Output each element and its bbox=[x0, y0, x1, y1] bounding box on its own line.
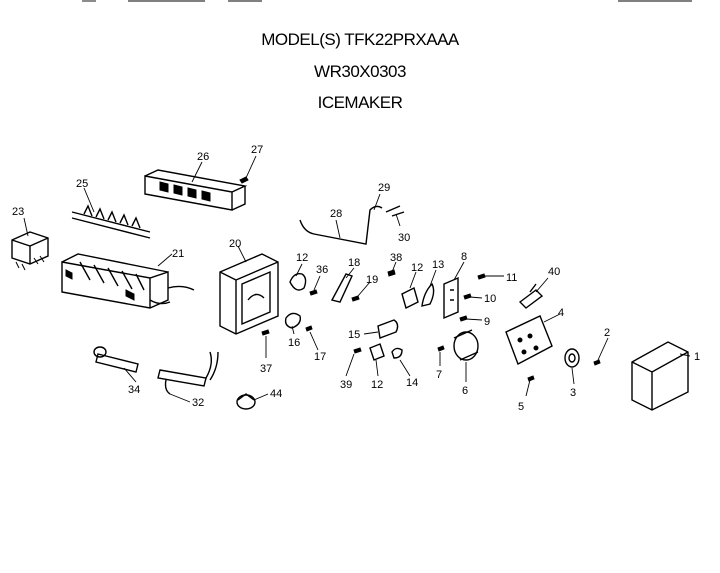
callout-18: 18 bbox=[348, 257, 360, 269]
part-32-wire-harness bbox=[157, 351, 219, 395]
callout-3: 3 bbox=[570, 387, 576, 399]
callout-12-a: 12 bbox=[296, 252, 308, 264]
leader-lines bbox=[23, 155, 691, 403]
callout-32: 32 bbox=[192, 397, 204, 409]
part-5-screw bbox=[527, 375, 535, 382]
callout-17: 17 bbox=[314, 351, 326, 363]
callout-12-b: 12 bbox=[411, 262, 423, 274]
callout-9: 9 bbox=[484, 316, 490, 328]
callout-30: 30 bbox=[398, 232, 410, 244]
callout-27: 27 bbox=[251, 144, 263, 156]
callout-4: 4 bbox=[558, 307, 564, 319]
callout-15: 15 bbox=[348, 329, 360, 341]
part-8-bracket bbox=[443, 276, 459, 320]
callout-20: 20 bbox=[229, 238, 241, 250]
part-38-fastener bbox=[387, 269, 396, 277]
part-14-gear bbox=[391, 347, 403, 359]
callout-21: 21 bbox=[172, 248, 184, 260]
callout-36: 36 bbox=[316, 264, 328, 276]
callout-19: 19 bbox=[366, 274, 378, 286]
part-2-screw bbox=[593, 359, 601, 366]
part-13-spring bbox=[421, 282, 435, 307]
part-23-bracket bbox=[11, 231, 49, 271]
callout-11: 11 bbox=[506, 272, 517, 284]
part-16-switch bbox=[284, 312, 302, 329]
part-12-cam-c bbox=[369, 343, 385, 361]
part-18-lever bbox=[330, 273, 353, 303]
part-number-title: WR30X0303 bbox=[314, 62, 406, 81]
callout-44: 44 bbox=[270, 388, 282, 400]
part-28-feeler-arm bbox=[299, 205, 405, 245]
part-19-screw bbox=[351, 295, 360, 302]
callout-2: 2 bbox=[604, 327, 610, 339]
part-34-heater bbox=[93, 346, 139, 373]
callout-8: 8 bbox=[461, 251, 467, 263]
part-25-ejector bbox=[71, 204, 151, 239]
part-12-cam-b bbox=[401, 286, 419, 310]
part-40-clip bbox=[518, 283, 544, 309]
part-20-housing bbox=[219, 253, 279, 335]
callout-1: 1 bbox=[694, 351, 700, 363]
callout-26: 26 bbox=[197, 151, 209, 163]
part-21-ice-mold bbox=[61, 253, 195, 309]
callout-40: 40 bbox=[548, 266, 560, 278]
callout-labels: 1 2 3 4 5 6 7 8 9 10 11 12 12 12 13 14 1… bbox=[12, 144, 700, 413]
callout-13: 13 bbox=[432, 259, 444, 271]
callout-12-c: 12 bbox=[371, 379, 383, 391]
assembly-name-title: ICEMAKER bbox=[317, 93, 403, 112]
callout-14: 14 bbox=[406, 377, 418, 389]
part-27-screw bbox=[239, 176, 249, 184]
callout-29: 29 bbox=[378, 182, 390, 194]
part-1-cover bbox=[631, 341, 689, 411]
part-9-screw bbox=[459, 315, 468, 322]
model-title: MODEL(S) TFK22PRXAAA bbox=[261, 30, 459, 49]
callout-25: 25 bbox=[76, 178, 88, 190]
part-15-thermostat bbox=[377, 319, 399, 339]
callout-7: 7 bbox=[436, 369, 442, 381]
part-4-mounting-plate bbox=[505, 315, 553, 365]
part-36-pin bbox=[309, 289, 318, 296]
part-17-screw bbox=[305, 325, 313, 332]
callout-37: 37 bbox=[260, 363, 272, 375]
callout-39: 39 bbox=[340, 379, 352, 391]
part-37-screw bbox=[261, 329, 270, 336]
callout-28: 28 bbox=[330, 208, 342, 220]
part-7-screw bbox=[437, 345, 445, 352]
part-44-knob bbox=[236, 393, 256, 410]
part-12-cam-a bbox=[289, 272, 307, 291]
callout-38: 38 bbox=[390, 252, 402, 264]
callout-16: 16 bbox=[288, 337, 300, 349]
callout-23: 23 bbox=[12, 206, 24, 218]
callout-5: 5 bbox=[518, 401, 524, 413]
callout-34: 34 bbox=[128, 384, 140, 396]
part-3-gear bbox=[564, 348, 580, 368]
part-6-motor bbox=[453, 329, 479, 361]
part-11-screw bbox=[477, 273, 486, 280]
part-26-cover bbox=[144, 169, 248, 211]
part-10-screw bbox=[463, 293, 472, 300]
callout-6: 6 bbox=[462, 385, 468, 397]
part-39-screw bbox=[353, 347, 362, 354]
callout-10: 10 bbox=[484, 293, 496, 305]
